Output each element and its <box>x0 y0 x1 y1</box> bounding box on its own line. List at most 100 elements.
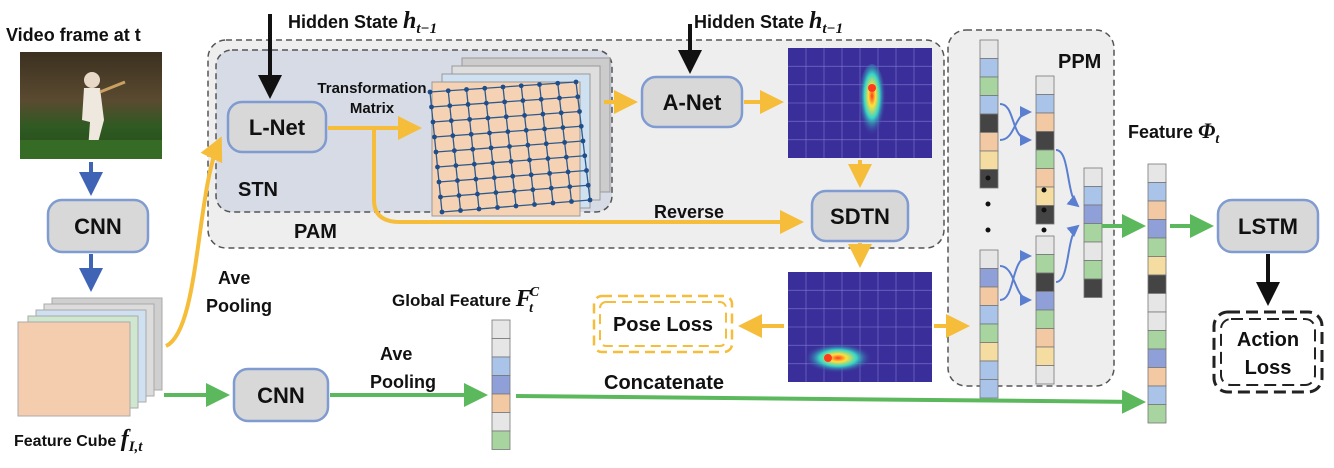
grid-node <box>432 134 437 140</box>
vector-cell <box>1147 385 1167 405</box>
vector-cell <box>979 132 999 152</box>
vector-cell <box>1147 182 1167 202</box>
vector-cell <box>1147 311 1167 331</box>
ppm-link <box>999 106 1032 141</box>
grid-node <box>540 111 546 117</box>
ppm-link <box>999 265 1032 306</box>
grid-node <box>436 179 442 185</box>
grid-node <box>510 173 516 179</box>
grid-node <box>447 103 453 109</box>
ave-pooling-label-1: Ave <box>218 268 250 288</box>
grid-node <box>577 109 582 114</box>
vector-cell <box>491 412 511 432</box>
feature-cube <box>17 297 163 417</box>
vector-cell <box>1035 254 1055 274</box>
grid-node <box>493 190 499 195</box>
vector-cell <box>491 356 511 376</box>
vector-cell <box>1147 330 1167 350</box>
vector-cell <box>979 39 999 59</box>
vector-cell <box>979 268 999 288</box>
svg-text:A-Net: A-Net <box>663 90 722 115</box>
pam-label: PAM <box>294 221 337 243</box>
vector-cell <box>1083 167 1103 187</box>
grid-node <box>555 80 561 86</box>
vector-cell <box>1035 94 1055 114</box>
grid-node <box>507 144 512 149</box>
vector-cell <box>491 338 511 358</box>
vector-cell <box>979 76 999 96</box>
grid-node <box>587 197 593 203</box>
vector-cell <box>1035 328 1055 348</box>
vector-cell <box>1147 163 1167 183</box>
vector-cell <box>1147 219 1167 239</box>
grid-node <box>548 185 554 191</box>
vector-cell <box>1083 241 1103 261</box>
grid-node <box>476 206 482 212</box>
vector-cell <box>979 95 999 115</box>
arrows <box>79 14 1280 414</box>
lstm-module: LSTM <box>1216 198 1320 254</box>
svg-text:CNN: CNN <box>257 383 305 408</box>
ave-pooling-label-1b: Pooling <box>206 296 272 316</box>
grid-node <box>511 188 517 194</box>
ppm-feature-vector-2 <box>1035 75 1055 225</box>
vector-cell <box>1147 404 1167 424</box>
vector-cell <box>1035 131 1055 151</box>
ppm-link <box>999 103 1032 146</box>
grid-node <box>547 170 553 176</box>
grid-node <box>439 209 445 215</box>
vector-cell <box>1147 293 1167 313</box>
grid-node <box>491 175 497 181</box>
vector-cell <box>1035 309 1055 329</box>
svg-text:CNN: CNN <box>74 214 122 239</box>
feature-phi-label: Feature Φt <box>1128 118 1220 147</box>
vector-cell <box>491 319 511 339</box>
vector-cell <box>1083 278 1103 298</box>
grid-node <box>455 178 460 183</box>
vector-cell <box>979 305 999 325</box>
vector-cell <box>1147 256 1167 276</box>
vector-cell <box>1083 204 1103 224</box>
grid-node <box>475 191 480 197</box>
hidden-state-label-1: Hidden State ht−1 <box>288 8 437 37</box>
grid-node <box>508 158 514 164</box>
sdtn-module: SDTN <box>810 189 910 243</box>
vector-cell <box>1147 348 1167 368</box>
feature-phi-vector <box>1147 163 1167 424</box>
vector-cell <box>1083 260 1103 280</box>
grid-node <box>468 131 474 137</box>
grid-node <box>485 115 491 121</box>
vector-cell <box>491 430 511 450</box>
grid-node <box>585 182 591 188</box>
cnn-bottom-module: CNN <box>232 367 330 423</box>
grid-node <box>488 145 494 151</box>
video-frame-label: Video frame at t <box>6 25 141 45</box>
grid-node <box>513 203 519 209</box>
vector-cell <box>979 360 999 380</box>
vector-cell <box>1035 112 1055 132</box>
grid-node <box>433 149 439 155</box>
grid-node <box>532 202 537 207</box>
cnn-top-module: CNN <box>46 198 150 254</box>
ppm-link <box>1055 149 1080 208</box>
vector-cell <box>979 150 999 170</box>
arrow-cube-to-lnet <box>164 136 223 348</box>
vector-cell <box>491 375 511 395</box>
ppm-feature-vector-3 <box>979 249 999 399</box>
vector-cell <box>1035 205 1055 225</box>
grid-node <box>569 199 574 204</box>
grid-node <box>522 113 527 118</box>
ppm-link <box>1055 224 1080 283</box>
grid-node <box>520 98 526 103</box>
grid-node <box>557 95 562 101</box>
action-loss-box: Action Loss <box>1212 310 1324 394</box>
grid-node <box>560 125 566 130</box>
grid-node <box>438 194 443 200</box>
svg-text:L-Net: L-Net <box>249 115 306 140</box>
vector-cell <box>1035 235 1055 255</box>
grid-node <box>550 200 556 206</box>
feature-cube-label: Feature Cube fI,t <box>14 426 143 455</box>
reverse-label: Reverse <box>654 202 724 222</box>
grid-node <box>450 133 456 139</box>
